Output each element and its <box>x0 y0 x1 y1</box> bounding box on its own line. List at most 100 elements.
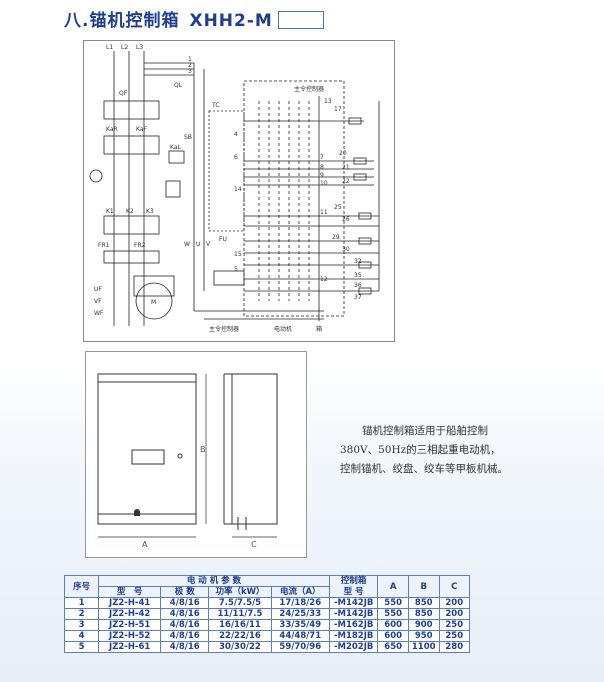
label-fr1: FR1 <box>98 242 110 249</box>
cell-box: -M202JB <box>328 641 379 653</box>
th-current: 电流（A） <box>270 586 330 598</box>
cell-box: -M162JB <box>328 619 379 631</box>
label-fu: FU <box>219 236 227 243</box>
main-controller-label: 主令控制器 <box>294 85 324 93</box>
cell-a: 550 <box>377 608 409 620</box>
label-num-4: 4 <box>234 131 238 138</box>
cell-power: 7.5/7.5/5 <box>208 597 272 609</box>
cell-a: 600 <box>377 630 409 642</box>
cell-current: 33/35/49 <box>270 619 330 631</box>
label-u: U <box>196 241 200 248</box>
bottom-label-box: 箱 <box>316 325 322 333</box>
cell-power: 22/22/16 <box>208 630 272 642</box>
label-num-1: 1 <box>188 56 192 63</box>
label-k3: K3 <box>146 208 154 215</box>
title-prefix: 八.锚机控制箱 <box>64 11 180 31</box>
cell-index: 4 <box>63 630 100 642</box>
wiring-schematic: 主令控制器 L1 L2 L3 QL QF KaR KaF K1 K2 K3 FR… <box>83 40 395 342</box>
cabinet-svg: A B C <box>97 373 278 549</box>
label-num-20: 20 <box>339 150 347 157</box>
bottom-label-motor: 电动机 <box>274 325 292 333</box>
label-num-21: 21 <box>342 164 350 171</box>
cell-box: -M142JB <box>328 597 379 609</box>
cell-index: 1 <box>63 597 100 609</box>
desc-line-3: 控制锚机、绞盘、绞车等甲板机械。 <box>340 463 508 475</box>
schematic-drawing: 主令控制器 L1 L2 L3 QL QF KaR KaF K1 K2 K3 FR… <box>89 44 380 333</box>
th-c: C <box>438 575 471 598</box>
label-num-7: 7 <box>320 154 324 161</box>
description: 锚机控制箱适用于船舶控制 380V、50Hz的三相起重电动机， 控制锚机、绞盘、… <box>340 422 590 479</box>
label-l2: L2 <box>121 44 128 51</box>
cell-poles: 4/8/16 <box>160 597 210 609</box>
cell-current: 44/48/71 <box>270 630 330 642</box>
table-row: 5 JZ2-H-61 4/8/16 30/30/22 59/70/96 -M20… <box>63 641 471 653</box>
th-a: A <box>377 575 409 598</box>
label-kaf: KaF <box>136 126 148 133</box>
th-b: B <box>407 575 440 598</box>
th-box-model-2: 型 号 <box>328 586 379 598</box>
cell-model: JZ2-H-52 <box>98 630 162 642</box>
cell-poles: 4/8/16 <box>160 641 210 653</box>
label-num-8: 8 <box>320 164 324 171</box>
label-num-36: 36 <box>354 282 362 289</box>
desc-line-1: 锚机控制箱适用于船舶控制 <box>362 425 488 437</box>
label-v: V <box>206 241 211 248</box>
cell-c: 250 <box>438 619 471 631</box>
cell-power: 30/30/22 <box>208 641 272 653</box>
label-num-9: 9 <box>320 172 324 179</box>
label-m: M <box>151 299 156 306</box>
cell-box: -M182JB <box>328 630 379 642</box>
bottom-label-controller: 主令控制器 <box>209 325 239 333</box>
title-model: XHH2-M <box>189 11 273 31</box>
desc-line-2: 380V、50Hz的三相起重电动机， <box>340 444 501 456</box>
label-qf: QF <box>119 90 128 97</box>
title-blank-box <box>278 11 324 29</box>
label-num-22: 22 <box>342 178 350 185</box>
dim-b-label: B <box>200 445 206 454</box>
th-poles: 极 数 <box>160 586 210 598</box>
label-num-11: 11 <box>320 209 328 216</box>
cell-box: -M142JB <box>328 608 379 620</box>
label-num-12: 12 <box>320 276 328 283</box>
th-index: 序号 <box>63 575 100 598</box>
th-motor-params: 电 动 机 参 数 <box>98 575 330 587</box>
cell-poles: 4/8/16 <box>160 608 210 620</box>
cell-c: 200 <box>438 608 471 620</box>
cell-c: 200 <box>438 597 471 609</box>
label-wf: WF <box>94 310 104 317</box>
th-power: 功率（kW） <box>208 586 272 598</box>
label-num-29: 29 <box>332 234 340 241</box>
cell-power: 11/11/7.5 <box>208 608 272 620</box>
label-num-10: 10 <box>320 180 328 187</box>
cell-poles: 4/8/16 <box>160 619 210 631</box>
table-row: 1 JZ2-H-41 4/8/16 7.5/7.5/5 17/18/26 -M1… <box>63 597 471 609</box>
th-model: 型 号 <box>98 586 162 598</box>
label-num-5: 5 <box>234 266 238 273</box>
cell-current: 17/18/26 <box>270 597 330 609</box>
cell-poles: 4/8/16 <box>160 630 210 642</box>
cell-b: 850 <box>407 597 440 609</box>
cell-current: 59/70/96 <box>270 641 330 653</box>
label-vf: VF <box>94 298 102 305</box>
table-row: 2 JZ2-H-42 4/8/16 11/11/7.5 24/25/33 -M1… <box>63 608 471 620</box>
cell-current: 24/25/33 <box>270 608 330 620</box>
label-tc: TC <box>211 102 220 109</box>
label-l1: L1 <box>106 44 113 51</box>
label-k1: K1 <box>106 208 114 215</box>
label-num-37: 37 <box>354 294 362 301</box>
cell-model: JZ2-H-41 <box>98 597 162 609</box>
cell-model: JZ2-H-42 <box>98 608 162 620</box>
label-num-25: 25 <box>334 204 342 211</box>
label-ql: QL <box>174 82 183 89</box>
cell-index: 5 <box>63 641 100 653</box>
cell-a: 550 <box>377 597 409 609</box>
label-num-32: 32 <box>354 258 362 265</box>
dim-a-label: A <box>142 540 148 549</box>
label-num-3: 3 <box>188 68 192 75</box>
label-num-35: 35 <box>354 272 362 279</box>
label-kal: KaL <box>170 144 182 151</box>
label-num-6: 6 <box>234 154 238 161</box>
th-box-model-1: 控制箱 <box>328 575 379 587</box>
label-num-17: 17 <box>334 106 342 113</box>
label-num-26: 26 <box>342 216 350 223</box>
